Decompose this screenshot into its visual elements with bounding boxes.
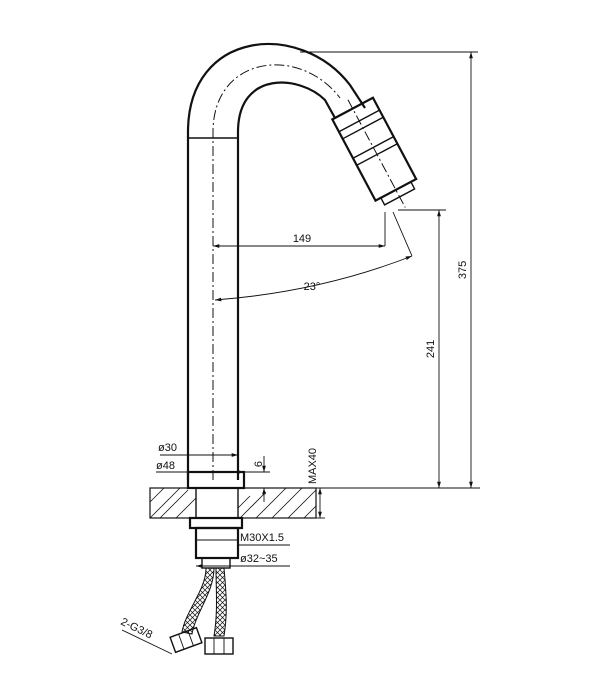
dim-reach-label: 149 <box>293 233 311 245</box>
spout-inner-contour <box>236 81 336 480</box>
dim-angle-label: 23° <box>304 281 321 293</box>
spout-outer-contour <box>186 43 366 480</box>
dim-spout-height: 241 <box>316 209 480 489</box>
dim-thread-label: M30X1.5 <box>240 532 284 544</box>
spout-center-line <box>212 64 341 480</box>
hose-nut-right <box>204 637 234 655</box>
dim-total-height-label: 375 <box>457 261 469 279</box>
aerator-nozzle <box>379 180 416 206</box>
base-assembly <box>186 470 246 569</box>
dim-collar-height-label: 6 <box>253 461 265 467</box>
dim-hose-connection: 2-G3/8 <box>119 616 173 655</box>
dim-total-height: 375 <box>300 51 478 488</box>
lock-nut <box>194 526 240 560</box>
hose-nut-left <box>169 626 203 654</box>
washer <box>188 516 244 530</box>
hose-ferrule <box>201 557 231 569</box>
countertop <box>149 487 317 519</box>
dim-body-diameter-label: ø30 <box>158 442 177 454</box>
aerator-tip <box>330 96 418 208</box>
dim-thread: M30X1.5 <box>238 532 290 546</box>
dim-spout-height-label: 241 <box>425 340 437 358</box>
dim-hole-diameter-label: ø32~35 <box>240 553 278 565</box>
dim-hole-diameter: ø32~35 <box>196 553 290 568</box>
dim-max-thickness-label: MAX40 <box>307 448 319 484</box>
dim-base-diameter: ø48 <box>156 460 244 474</box>
faucet-spout <box>186 43 366 480</box>
dim-base-diameter-label: ø48 <box>156 460 175 472</box>
flexible-hoses <box>169 567 234 655</box>
dim-reach: 149 <box>213 212 386 248</box>
hose-right <box>213 567 227 637</box>
dim-body-diameter: ø30 <box>158 442 238 457</box>
dim-max-thickness: MAX40 <box>307 448 325 519</box>
dim-angle: 23° <box>214 211 413 302</box>
dim-collar-height: 6 <box>244 456 270 502</box>
hose-left <box>181 567 215 635</box>
base-collar <box>186 470 246 490</box>
dim-hose-connection-label: 2-G3/8 <box>119 616 154 642</box>
